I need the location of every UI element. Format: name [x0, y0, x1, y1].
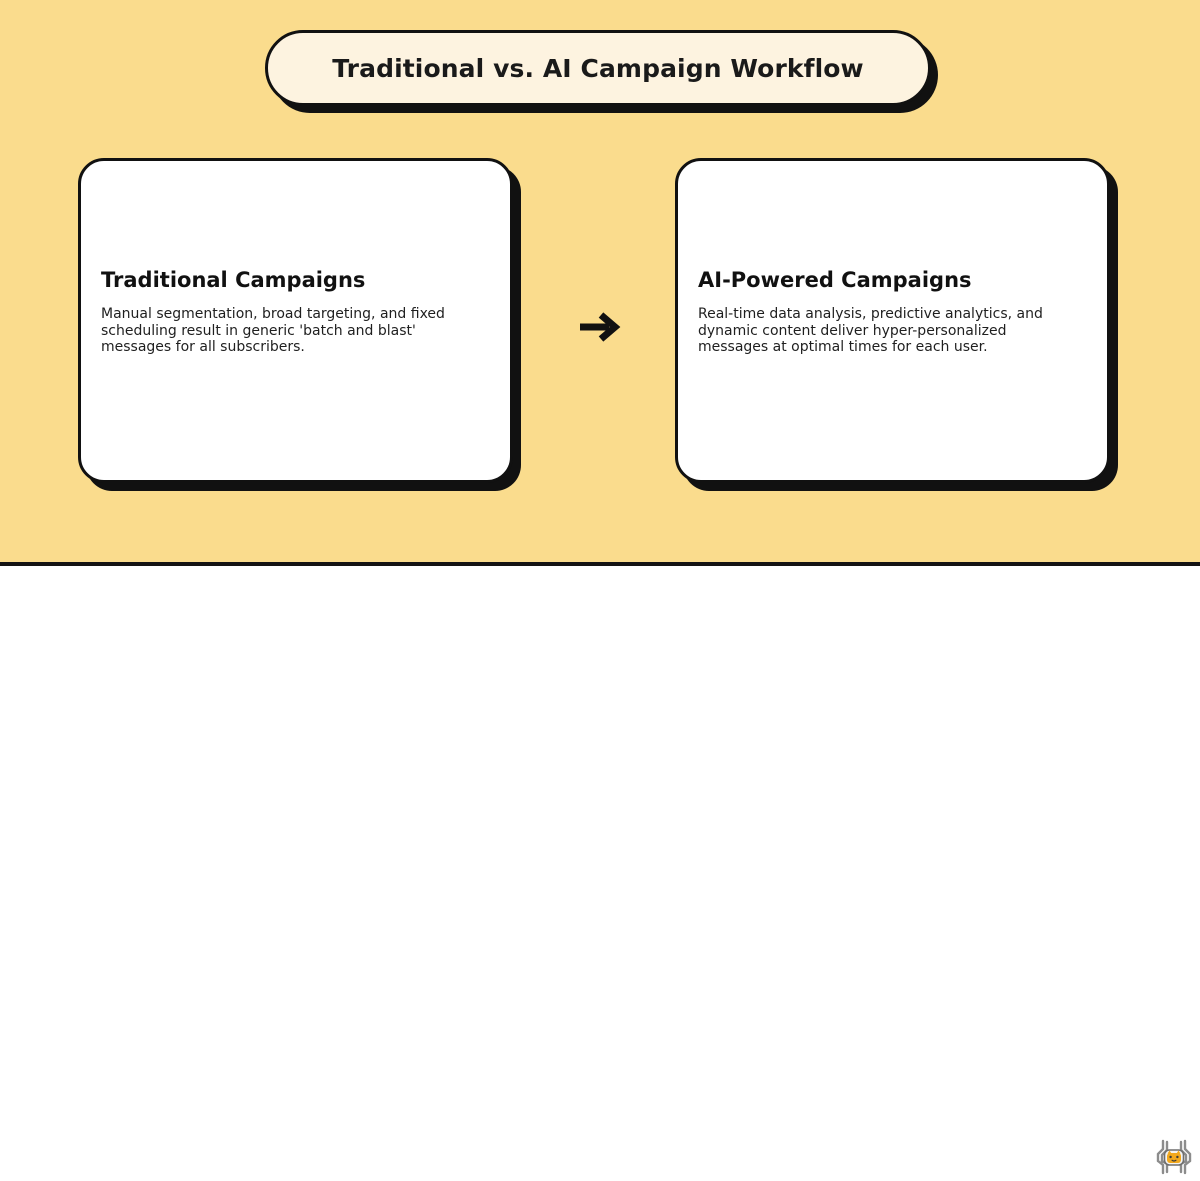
spider-mascot-icon [1156, 1139, 1192, 1175]
card-content: Traditional Campaigns Manual segmentatio… [101, 269, 488, 356]
card-body-text: Real-time data analysis, predictive anal… [698, 306, 1043, 356]
page-title: Traditional vs. AI Campaign Workflow [332, 53, 864, 83]
card-traditional-campaigns[interactable]: Traditional Campaigns Manual segmentatio… [78, 158, 513, 483]
card-ai-powered-campaigns[interactable]: AI-Powered Campaigns Real-time data anal… [675, 158, 1110, 483]
card-heading: Traditional Campaigns [101, 268, 366, 293]
spider-mascot-logo [1155, 1137, 1193, 1177]
card-content: AI-Powered Campaigns Real-time data anal… [698, 269, 1085, 356]
diagram-stage: Traditional vs. AI Campaign Workflow Tra… [0, 0, 1200, 562]
arrow-right-icon [580, 312, 621, 342]
card-body-text: Manual segmentation, broad targeting, an… [101, 306, 445, 356]
title-banner: Traditional vs. AI Campaign Workflow [265, 30, 931, 106]
footer-divider [0, 562, 1200, 566]
card-heading: AI-Powered Campaigns [698, 268, 972, 293]
flow-connector [568, 296, 630, 358]
footer-bar [0, 566, 1200, 1175]
